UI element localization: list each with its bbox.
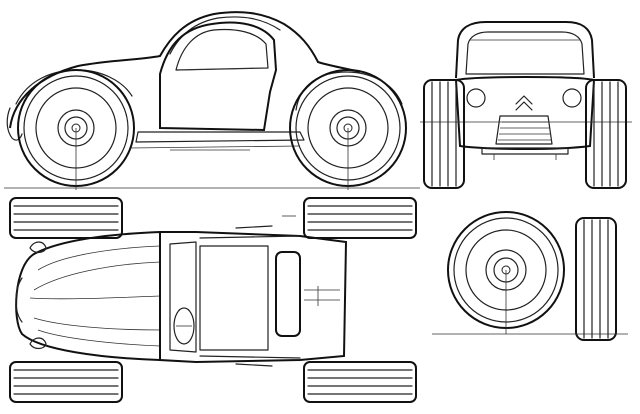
top-door-handle-left bbox=[235, 225, 273, 229]
top-roof-rail-left bbox=[199, 235, 301, 239]
front-tire-left bbox=[423, 79, 465, 189]
front-cab-outline bbox=[455, 21, 595, 79]
side-window-frame bbox=[175, 28, 269, 71]
front-headlight-left bbox=[466, 88, 486, 108]
side-window-sill bbox=[179, 67, 267, 71]
top-cab-outline bbox=[159, 231, 348, 364]
top-windshield bbox=[169, 241, 197, 353]
top-door-handle-right bbox=[235, 363, 273, 367]
wheel-detail bbox=[432, 211, 628, 341]
side-body-outline bbox=[9, 11, 361, 129]
top-rear-window bbox=[275, 251, 301, 337]
side-door bbox=[159, 21, 278, 132]
front-chevron-badge bbox=[515, 95, 533, 105]
front-headlight-right bbox=[562, 88, 582, 108]
front-tire-right bbox=[585, 79, 627, 189]
top-roof-rail-right bbox=[199, 355, 301, 359]
front-grille bbox=[495, 115, 553, 145]
top-hood bbox=[15, 230, 161, 362]
side-chassis-line bbox=[129, 145, 301, 149]
side-rear-wheel bbox=[289, 69, 407, 190]
top-steering-wheel bbox=[173, 307, 195, 345]
side-view bbox=[4, 11, 420, 190]
top-tire-rear-right bbox=[303, 361, 417, 403]
top-view bbox=[9, 197, 417, 403]
detail-tire-profile bbox=[575, 217, 617, 341]
top-tire-rear-left bbox=[303, 197, 417, 239]
front-view bbox=[420, 21, 632, 189]
top-tire-front-right bbox=[9, 361, 123, 403]
side-front-wheel bbox=[17, 69, 135, 190]
front-windshield bbox=[465, 31, 585, 75]
top-headlight-right bbox=[29, 337, 47, 350]
front-bumper bbox=[481, 147, 569, 155]
top-front-compartment bbox=[199, 245, 269, 351]
top-tire-front-left bbox=[9, 197, 123, 239]
top-headlight-left bbox=[29, 241, 47, 254]
detail-wheel-face bbox=[447, 211, 565, 334]
side-rocker bbox=[135, 131, 305, 143]
top-front-bumper bbox=[15, 277, 23, 323]
front-hood bbox=[454, 76, 596, 150]
